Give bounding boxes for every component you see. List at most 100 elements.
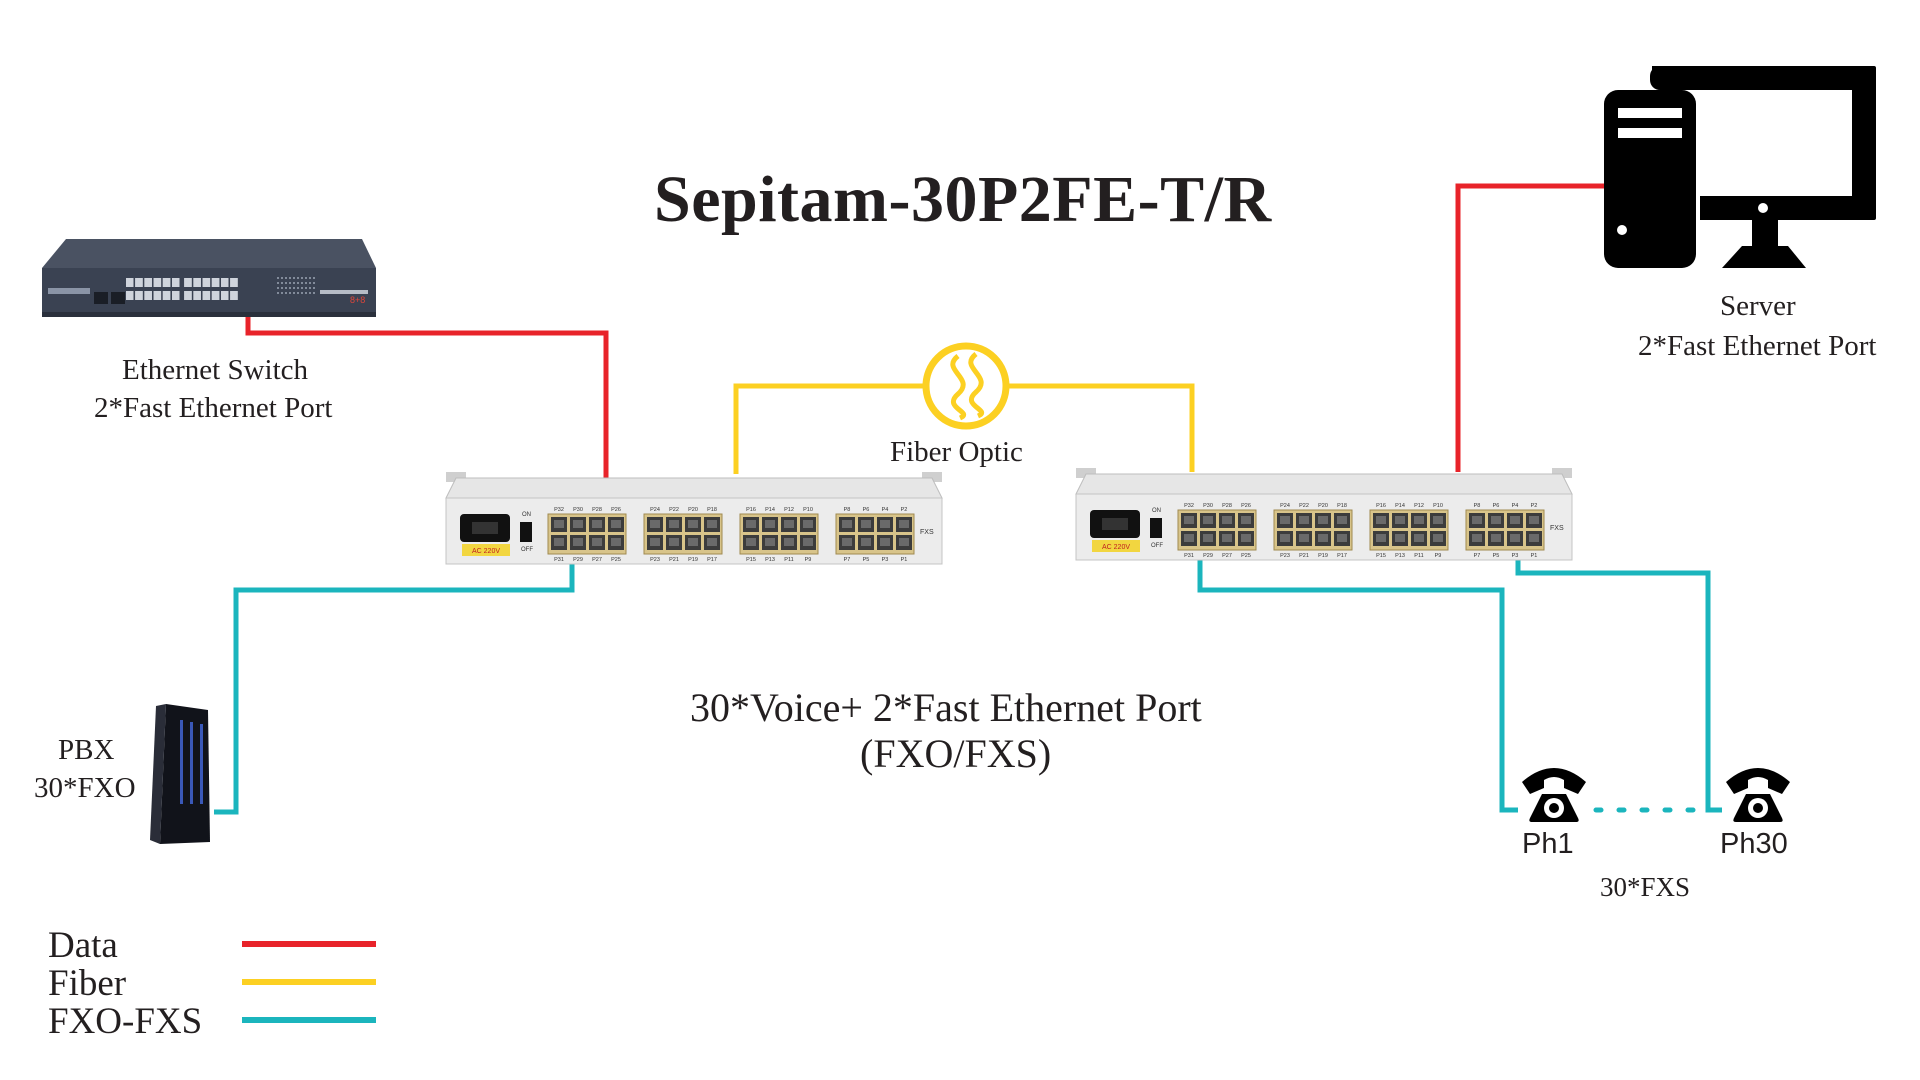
svg-text:P9: P9 — [805, 557, 812, 563]
svg-text:P11: P11 — [1414, 553, 1423, 559]
caption-line2: (FXO/FXS) — [860, 730, 1051, 777]
svg-text:P12: P12 — [784, 507, 794, 513]
svg-text:P28: P28 — [1222, 503, 1232, 509]
svg-text:P23: P23 — [1280, 553, 1290, 559]
svg-text:P3: P3 — [882, 557, 889, 563]
fiber-line-right — [1006, 386, 1192, 472]
phone-label-ph1: Ph1 — [1522, 828, 1574, 861]
svg-text:P18: P18 — [1337, 503, 1347, 509]
svg-text:P12: P12 — [1414, 503, 1424, 509]
svg-text:P5: P5 — [863, 557, 870, 563]
svg-text:P5: P5 — [1493, 553, 1500, 559]
svg-text:P24: P24 — [1280, 503, 1290, 509]
left-converter-unit: AC 220VONOFFP32P30P28P26P31P29P27P25P24P… — [446, 472, 942, 564]
svg-text:P6: P6 — [1493, 503, 1500, 509]
server-label-line1: Server — [1720, 290, 1796, 323]
svg-text:P26: P26 — [611, 507, 621, 513]
svg-text:ON: ON — [522, 512, 531, 518]
svg-text:P10: P10 — [1433, 503, 1443, 509]
svg-text:P8: P8 — [844, 507, 851, 513]
svg-text:P29: P29 — [573, 557, 583, 563]
svg-text:P19: P19 — [688, 557, 698, 563]
svg-text:P31: P31 — [1184, 553, 1194, 559]
svg-text:P2: P2 — [901, 507, 908, 513]
pbx-icon — [150, 704, 210, 844]
pbx-label-line1: PBX — [58, 734, 114, 767]
svg-text:8+8: 8+8 — [350, 295, 365, 305]
svg-text:AC 220V: AC 220V — [472, 548, 500, 555]
svg-text:P24: P24 — [650, 507, 660, 513]
svg-text:P32: P32 — [1184, 503, 1194, 509]
diagram-title: Sepitam-30P2FE-T/R — [654, 162, 1272, 238]
svg-text:P8: P8 — [1474, 503, 1481, 509]
svg-text:P15: P15 — [746, 557, 756, 563]
svg-text:P13: P13 — [765, 557, 775, 563]
svg-text:P21: P21 — [669, 557, 679, 563]
svg-text:P16: P16 — [1376, 503, 1386, 509]
svg-text:P21: P21 — [1299, 553, 1309, 559]
legend-label-fxo-fxs: FXO-FXS — [48, 1000, 202, 1043]
svg-text:P22: P22 — [669, 507, 679, 513]
phone-label-ph30: Ph30 — [1720, 828, 1788, 861]
svg-text:OFF: OFF — [521, 547, 533, 553]
server-to-right-unit-data-line — [1458, 186, 1604, 472]
svg-text:P9: P9 — [1435, 553, 1442, 559]
svg-text:P26: P26 — [1241, 503, 1251, 509]
svg-text:P7: P7 — [1474, 553, 1481, 559]
switch-label-line1: Ethernet Switch — [122, 354, 308, 387]
server-icon — [1604, 90, 1696, 268]
svg-text:P27: P27 — [592, 557, 602, 563]
svg-text:P19: P19 — [1318, 553, 1328, 559]
svg-text:P11: P11 — [784, 557, 793, 563]
svg-text:P4: P4 — [1512, 503, 1519, 509]
pbx-to-left-unit-line — [214, 548, 572, 812]
svg-text:P3: P3 — [1512, 553, 1519, 559]
svg-text:P25: P25 — [1241, 553, 1251, 559]
ethernet-switch-icon: 8+8 — [42, 239, 376, 317]
svg-text:P4: P4 — [882, 507, 889, 513]
svg-text:P1: P1 — [1531, 553, 1538, 559]
pbx-label-line2: 30*FXO — [34, 772, 136, 805]
svg-text:P14: P14 — [765, 507, 775, 513]
svg-text:P15: P15 — [1376, 553, 1386, 559]
svg-text:P2: P2 — [1531, 503, 1538, 509]
svg-text:P20: P20 — [688, 507, 698, 513]
svg-text:P23: P23 — [650, 557, 660, 563]
svg-text:FXS: FXS — [1550, 525, 1564, 532]
phones-count-label: 30*FXS — [1600, 872, 1690, 903]
right-unit-to-ph1-line — [1200, 550, 1518, 810]
svg-text:P20: P20 — [1318, 503, 1328, 509]
svg-text:P18: P18 — [707, 507, 717, 513]
svg-text:P25: P25 — [611, 557, 621, 563]
caption-line1: 30*Voice+ 2*Fast Ethernet Port — [690, 684, 1202, 731]
legend-swatches — [242, 944, 376, 1020]
svg-text:OFF: OFF — [1151, 543, 1163, 549]
server-label-line2: 2*Fast Ethernet Port — [1638, 330, 1876, 363]
svg-text:P32: P32 — [554, 507, 564, 513]
svg-text:P10: P10 — [803, 507, 813, 513]
svg-text:ON: ON — [1152, 508, 1161, 514]
fiber-optic-icon — [926, 346, 1006, 426]
svg-text:P29: P29 — [1203, 553, 1213, 559]
svg-text:P1: P1 — [901, 557, 908, 563]
phone-icon-ph1 — [1522, 768, 1586, 822]
svg-text:P6: P6 — [863, 507, 870, 513]
svg-text:P30: P30 — [1203, 503, 1213, 509]
svg-text:P14: P14 — [1395, 503, 1405, 509]
legend-label-data: Data — [48, 924, 118, 967]
svg-text:P7: P7 — [844, 557, 851, 563]
switch-label-line2: 2*Fast Ethernet Port — [94, 392, 332, 425]
svg-text:P28: P28 — [592, 507, 602, 513]
svg-text:P13: P13 — [1395, 553, 1405, 559]
svg-text:P31: P31 — [554, 557, 564, 563]
svg-text:P17: P17 — [707, 557, 717, 563]
fiber-optic-label: Fiber Optic — [890, 436, 1023, 469]
svg-text:P27: P27 — [1222, 553, 1232, 559]
svg-text:AC 220V: AC 220V — [1102, 544, 1130, 551]
svg-text:P22: P22 — [1299, 503, 1309, 509]
phone-icon-ph30 — [1726, 768, 1790, 822]
svg-text:P17: P17 — [1337, 553, 1347, 559]
legend-label-fiber: Fiber — [48, 962, 126, 1005]
